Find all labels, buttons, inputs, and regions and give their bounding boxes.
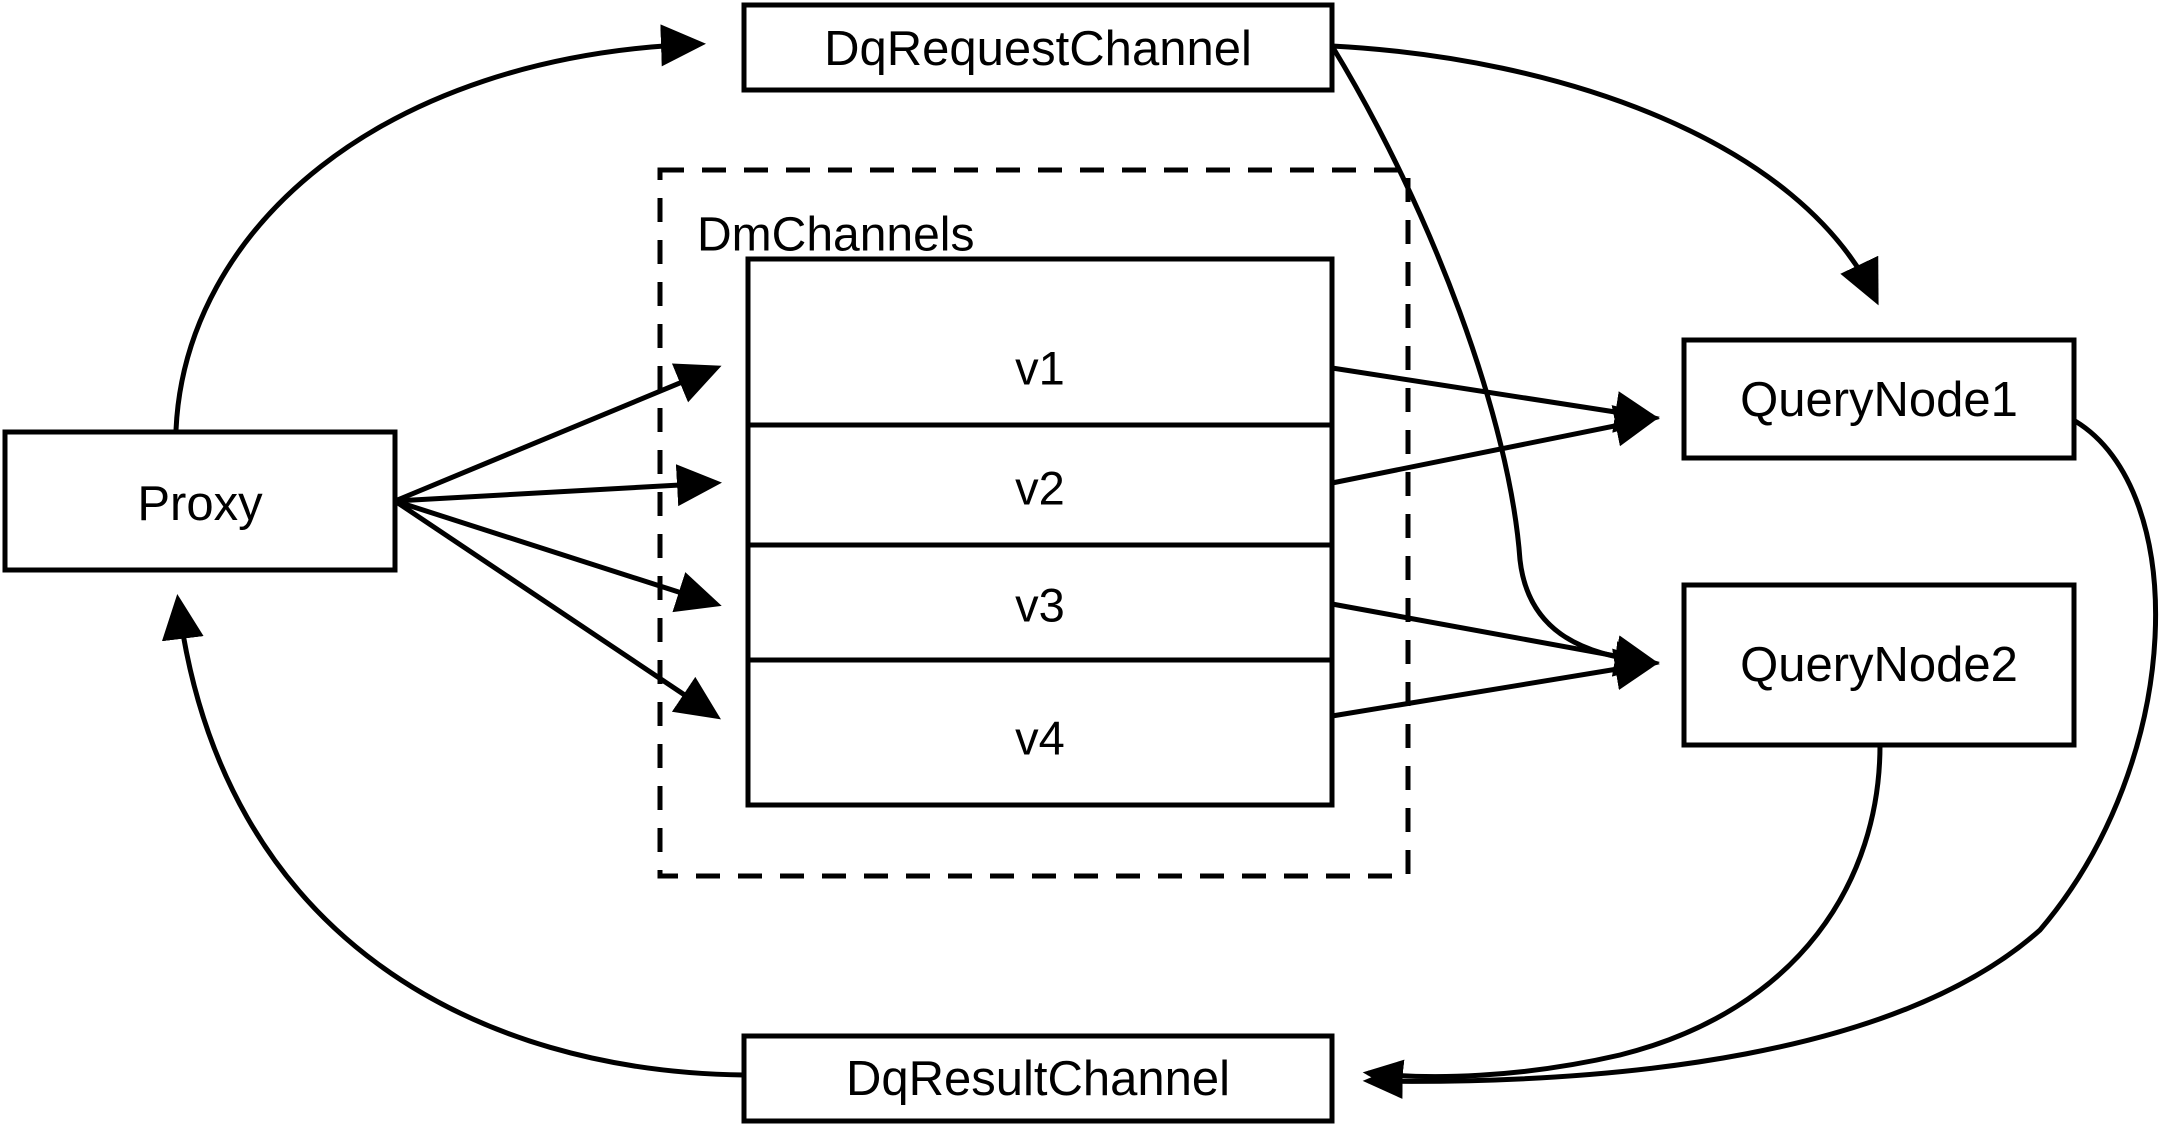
dmchannels-group-box bbox=[657, 167, 1411, 879]
node-query-node-1[interactable] bbox=[1681, 337, 2077, 461]
channel-label-v1: v1 bbox=[1015, 342, 1065, 395]
edge-proxy-to-v4 bbox=[393, 498, 721, 720]
node-dq-result-channel-label: DqResultChannel bbox=[846, 1052, 1230, 1106]
node-query-node-2[interactable] bbox=[1681, 582, 2077, 748]
node-query-node-1-label: QueryNode1 bbox=[1740, 373, 2018, 427]
dmchannels-group-label: DmChannels bbox=[697, 209, 974, 262]
channel-stack-box bbox=[745, 256, 1335, 808]
edge-proxy-to-dqrequestchannel bbox=[173, 24, 706, 431]
edge-proxy-to-v3 bbox=[394, 498, 722, 613]
edge-querynode1-to-dqresultchannel bbox=[1362, 418, 2159, 1099]
edge-dqrequestchannel-to-querynode1 bbox=[1331, 43, 1879, 306]
edge-v1-to-querynode1 bbox=[1331, 365, 1660, 433]
node-dq-request-channel-label: DqRequestChannel bbox=[824, 22, 1252, 76]
edge-proxy-to-v1 bbox=[394, 363, 722, 504]
edge-querynode2-to-dqresultchannel bbox=[1362, 744, 1883, 1095]
node-proxy-label: Proxy bbox=[137, 477, 263, 531]
edge-dqresultchannel-to-proxy bbox=[161, 594, 745, 1078]
channel-label-v2: v2 bbox=[1015, 462, 1065, 515]
node-dq-request-channel[interactable] bbox=[741, 2, 1335, 93]
edge-proxy-to-v2 bbox=[394, 464, 722, 507]
node-proxy[interactable] bbox=[2, 429, 398, 573]
edge-dqrequestchannel-to-querynode2 bbox=[1329, 44, 1656, 676]
channel-label-v4: v4 bbox=[1015, 712, 1065, 765]
channel-label-v3: v3 bbox=[1015, 579, 1065, 632]
node-dq-result-channel[interactable] bbox=[741, 1033, 1335, 1124]
node-query-node-2-label: QueryNode2 bbox=[1740, 638, 2018, 692]
edge-v4-to-querynode2 bbox=[1331, 648, 1660, 719]
edge-v2-to-querynode1 bbox=[1331, 405, 1660, 486]
